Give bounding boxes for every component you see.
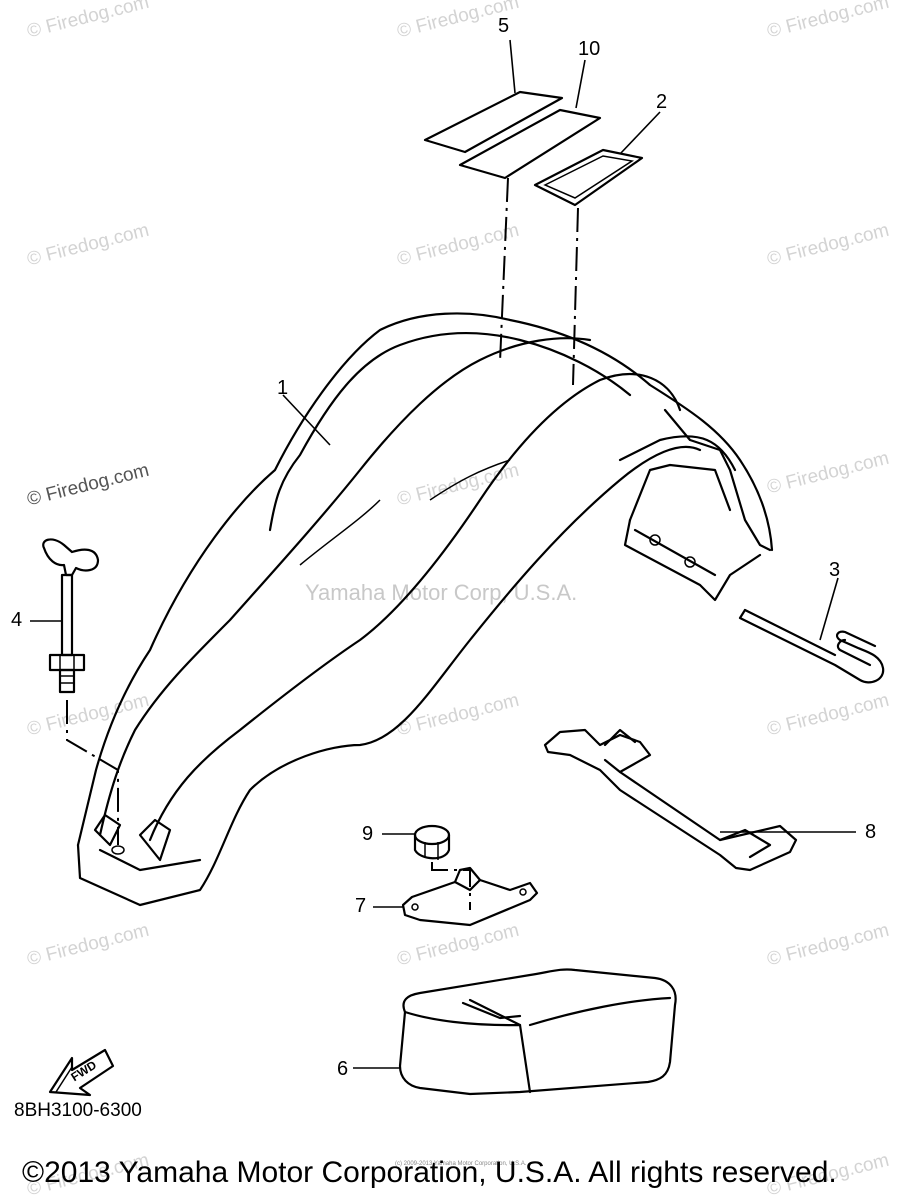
rear-fender-part (76, 312, 774, 907)
nut-part (382, 824, 471, 910)
wing-bolt-part (30, 538, 119, 845)
decal-2-part (533, 111, 661, 207)
center-watermark: Yamaha Motor Corp, U.S.A. (305, 580, 578, 605)
diagram-code: 8BH3100-6300 (14, 1100, 142, 1121)
callout-8: 8 (865, 821, 877, 843)
callout-5: 5 (498, 15, 510, 37)
callout-7: 7 (355, 895, 367, 917)
callout-1: 1 (277, 377, 289, 399)
leader-line (282, 394, 331, 446)
tiny-credit: (c) 2009-2013 Yamaha Motor Corporation, … (395, 1161, 527, 1167)
callout-4: 4 (11, 609, 23, 631)
callout-3: 3 (829, 559, 841, 581)
decal-5-part (423, 39, 564, 154)
fwd-arrow-icon (48, 1048, 115, 1097)
callout-6: 6 (337, 1058, 349, 1080)
copyright-text: ©2013 Yamaha Motor Corporation, U.S.A. A… (22, 1156, 837, 1189)
guide-line (572, 207, 579, 386)
decal-10-part (458, 59, 602, 180)
callout-2: 2 (656, 91, 668, 113)
callout-10: 10 (578, 38, 601, 60)
plate-7-part (373, 866, 539, 927)
guide-line (499, 177, 509, 363)
bracket-8-part (543, 728, 856, 872)
cover-6-part (353, 968, 677, 1096)
pin-part (738, 577, 885, 684)
callout-9: 9 (362, 823, 374, 845)
